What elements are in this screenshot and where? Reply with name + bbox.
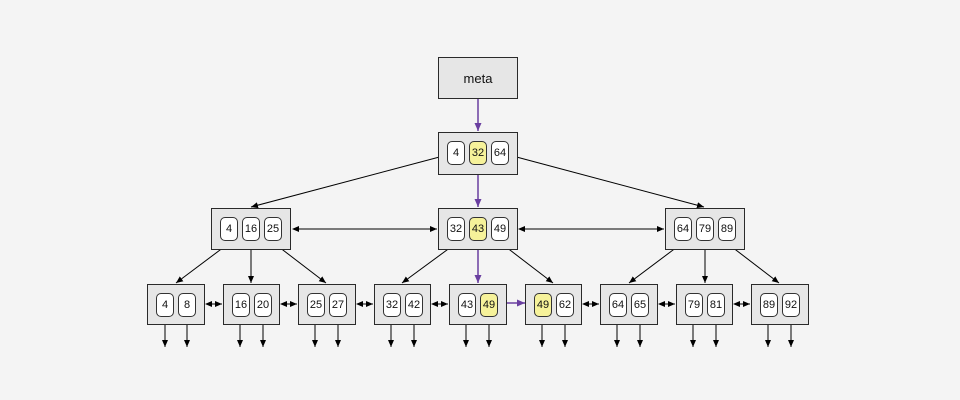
root-key-3: 64: [491, 141, 509, 165]
leaf-node-7: 64 65: [600, 284, 658, 325]
root-key-2: 32: [469, 141, 487, 165]
leaf-node-6: 49 62: [525, 284, 582, 325]
internal-1-key-1: 4: [220, 217, 238, 241]
meta-label: meta: [463, 70, 493, 86]
leaf-node-3: 25 27: [298, 284, 356, 325]
leaf-5-key-1: 43: [458, 293, 476, 317]
edge-internal3-leaf7: [628, 246, 678, 284]
leaf-4-key-1: 32: [383, 293, 401, 317]
internal-3-key-2: 79: [696, 217, 714, 241]
internal-2-key-1: 32: [447, 217, 465, 241]
internal-3-key-3: 89: [718, 217, 736, 241]
leaf-node-2: 16 20: [223, 284, 280, 325]
leaf-6-key-2: 62: [556, 293, 574, 317]
internal-2-key-3: 49: [491, 217, 509, 241]
leaf-1-key-1: 4: [156, 293, 174, 317]
leaf-8-key-1: 79: [685, 293, 703, 317]
leaf-3-key-1: 25: [307, 293, 325, 317]
edge-internal3-leaf9: [731, 246, 780, 284]
edge-internal2-leaf6: [505, 246, 554, 284]
edge-internal2-leaf4: [401, 246, 452, 284]
leaf-7-key-2: 65: [631, 293, 649, 317]
leaf-7-key-1: 64: [609, 293, 627, 317]
internal-node-1: 4 16 25: [211, 208, 291, 250]
leaf-3-key-2: 27: [329, 293, 347, 317]
leaf-6-key-1: 49: [534, 293, 552, 317]
leaf-9-key-2: 92: [782, 293, 800, 317]
record-pointers: [162, 321, 794, 347]
internal-node-3: 64 79 89: [665, 208, 745, 250]
internal-1-key-3: 25: [264, 217, 282, 241]
leaf-4-key-2: 42: [405, 293, 423, 317]
leaf-2-key-1: 16: [232, 293, 250, 317]
edge-root-internal-1: [250, 154, 448, 209]
edge-internal1-leaf1: [175, 246, 225, 284]
internal-1-key-2: 16: [242, 217, 260, 241]
leaf-node-9: 89 92: [751, 284, 809, 325]
leaf-2-key-2: 20: [254, 293, 272, 317]
internal-2-key-2: 43: [469, 217, 487, 241]
internal-3-key-1: 64: [674, 217, 692, 241]
root-node: 4 32 64: [438, 132, 518, 175]
leaf-8-key-2: 81: [707, 293, 725, 317]
leaf-node-5: 43 49: [449, 284, 507, 325]
leaf-1-key-2: 8: [178, 293, 196, 317]
meta-node: meta: [438, 57, 518, 99]
leaf-5-key-2: 49: [480, 293, 498, 317]
internal-node-2: 32 43 49: [438, 208, 518, 250]
leaf-node-8: 79 81: [676, 284, 733, 325]
root-key-1: 4: [447, 141, 465, 165]
leaf-9-key-1: 89: [760, 293, 778, 317]
leaf-node-1: 4 8: [147, 284, 205, 325]
edge-internal1-leaf3: [278, 246, 327, 284]
edge-root-internal-3: [508, 154, 705, 209]
leaf-node-4: 32 42: [374, 284, 431, 325]
